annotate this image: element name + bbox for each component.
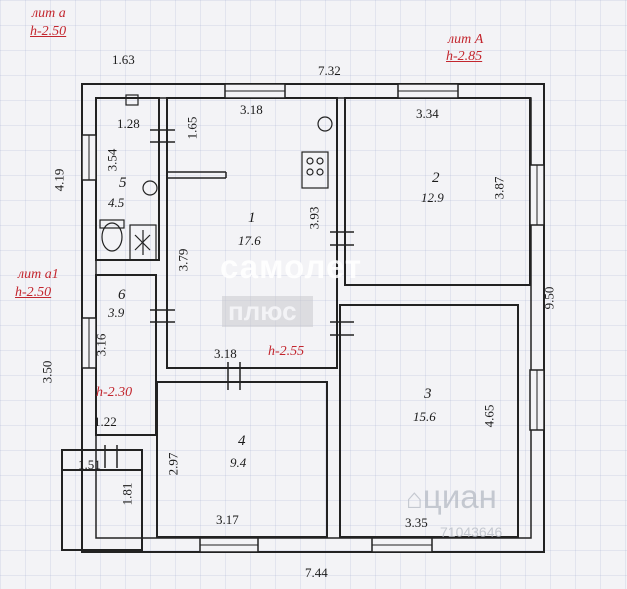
dim-room4-left: 2.97: [165, 452, 181, 476]
sink-icon: [317, 116, 333, 132]
room-3-area: 15.6: [413, 409, 436, 424]
dim-room6-bottom: 1.22: [94, 414, 117, 429]
washbasin-icon: [142, 180, 158, 196]
dim-left-upper: 4.19: [51, 168, 67, 192]
dim-room1-upper: 1.65: [184, 116, 200, 140]
room-1-number: 1: [248, 210, 256, 226]
room-1-area: 17.6: [238, 233, 261, 248]
dim-room1-left: 3.79: [175, 248, 191, 272]
dim-room5-side: 3.54: [104, 148, 120, 172]
dim-porch-top: 1.51: [78, 457, 101, 472]
room-4-number: 4: [238, 433, 246, 449]
watermark-id: 71043646: [440, 524, 503, 540]
watermark-brand-top: самолет: [220, 248, 363, 285]
room-5-area: 4.5: [108, 195, 125, 210]
label-h-room1: h-2.55: [268, 344, 305, 359]
fixtures: [99, 94, 333, 261]
watermark-cian: ⌂циан: [406, 478, 497, 515]
room-6-area: 3.9: [108, 305, 125, 320]
watermark-brand-bottom: плюс: [222, 296, 313, 327]
dim-porch-side: 1.81: [119, 482, 135, 506]
dim-room2-top: 3.34: [416, 106, 439, 121]
dim-top-left: 1.63: [112, 52, 135, 67]
room-2-area: 12.9: [421, 190, 444, 205]
shower-icon: [129, 224, 157, 261]
inner-wall-line: [95, 97, 532, 539]
room-6-number: 6: [118, 287, 126, 303]
dim-room1-bottom: 3.18: [214, 346, 237, 361]
room-4-area: 9.4: [230, 455, 247, 470]
dim-room6-side: 3.16: [93, 333, 109, 357]
dim-room4-bottom: 3.17: [216, 512, 239, 527]
label-h-a1: h-2.50: [15, 285, 52, 300]
cian-logo-icon: ⌂: [406, 483, 423, 514]
dim-right: 9.50: [541, 286, 557, 310]
dim-bottom: 7.44: [305, 565, 328, 580]
label-lit-a1: лит а1: [18, 267, 59, 282]
room-3-outline: [339, 304, 519, 538]
dim-room3-bottom: 3.35: [405, 515, 428, 530]
porch-outline: [61, 449, 143, 551]
label-lit-a-small: лит а: [32, 6, 66, 21]
room-2-number: 2: [432, 170, 440, 186]
label-h-room6: h-2.30: [96, 385, 133, 400]
dim-left-lower: 3.50: [39, 360, 55, 384]
label-lit-a-big: лит А: [448, 32, 484, 47]
dim-room3-right: 4.65: [481, 404, 497, 428]
dim-room1-top: 3.18: [240, 102, 263, 117]
dim-room2-right: 3.87: [491, 176, 507, 200]
stove-icon: [301, 151, 329, 189]
label-h-big: h-2.85: [446, 49, 483, 64]
toilet-icon: [101, 222, 123, 252]
room-3-number: 3: [424, 386, 432, 402]
room-5-number: 5: [119, 175, 127, 191]
label-h-small: h-2.50: [30, 24, 67, 39]
dim-room1-right: 3.93: [306, 206, 322, 230]
dim-top-main: 7.32: [318, 63, 341, 78]
door-marks: [104, 129, 354, 468]
room-4-outline: [156, 381, 328, 538]
shelf-icon: [125, 94, 139, 106]
dim-room5-top: 1.28: [117, 116, 140, 131]
